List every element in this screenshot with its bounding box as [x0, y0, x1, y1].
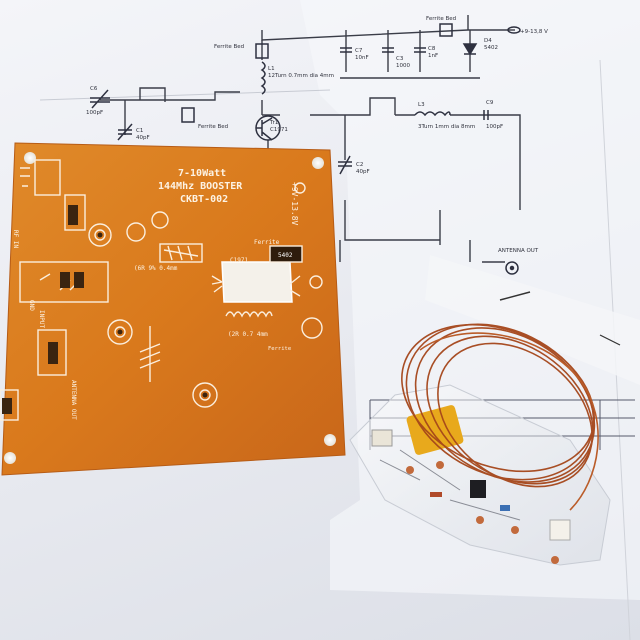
mounting-hole-br [324, 434, 336, 446]
mounting-hole-tr [312, 157, 324, 169]
pcb-jumper-text: Ferrite [268, 346, 291, 352]
transistor-label: Tr1 [269, 120, 278, 126]
mounting-hole-tl [24, 152, 36, 164]
pcb-supply-text: +9V-13.8V [290, 182, 299, 226]
c6-label: C6 [90, 86, 98, 92]
c7-label: C7 [355, 48, 363, 54]
l1-label: L1 [268, 66, 275, 72]
transistor-part [470, 480, 486, 498]
c2-value: 40pF [356, 169, 370, 175]
l3-label: L3 [418, 102, 425, 108]
pcb-diode-label: 5402 [278, 252, 293, 259]
d4-label: D4 [484, 38, 492, 44]
l1-value: 12Turn 0.7mm dia 4mm [268, 73, 334, 79]
pcb-ferrite-label: Ferrite [254, 239, 280, 246]
l3-value: 3Turn 1mm dia 8mm [418, 124, 475, 130]
pcb-coil1-text: (6R 9% 0.4mm [134, 265, 178, 272]
ferrite-mid-label: Ferrite Bed [198, 124, 228, 130]
schematic-labels: Ferrite Bed Ferrite Bed +9-13,8 V C7 10n… [86, 16, 548, 254]
c3-value: 1000 [396, 63, 410, 69]
pcb-window-cutout [221, 261, 293, 303]
pcb-side-rf: RF IN [12, 230, 19, 248]
c8-label: C8 [428, 46, 436, 52]
pcb-board [1, 142, 346, 476]
c9-label: C9 [486, 100, 494, 106]
c8-value: 1nF [428, 53, 438, 59]
d4-value: 5402 [484, 45, 498, 51]
c1-value: 40pF [136, 135, 150, 141]
schematic-components [90, 23, 521, 275]
trimmer-part [549, 519, 571, 541]
supply-voltage-label: +9-13,8 V [520, 29, 548, 35]
transistor-value: C1971 [270, 127, 288, 133]
pcb-side-input: INPUT [38, 310, 45, 328]
pcb-coil2-text: (2R 0.7 4mm [228, 331, 268, 338]
c3-label: C3 [396, 56, 404, 62]
pcb-title-line1: 7-10Watt [178, 168, 226, 179]
pcb-title-line2: 144Mhz BOOSTER [158, 181, 243, 192]
copper-wire-coil [401, 323, 599, 511]
c7-value: 10nF [355, 55, 369, 61]
ferrite-bead-left-label: Ferrite Bed [214, 44, 244, 50]
pcb-side-gnd: GND [28, 300, 35, 311]
antenna-out-label: ANTENNA OUT [498, 248, 539, 254]
pcb-silkscreen [0, 159, 323, 421]
c2-label: C2 [356, 162, 363, 168]
plastic-strip [425, 255, 640, 385]
mounting-hole-bl [4, 452, 16, 464]
pcb-pads [2, 205, 208, 414]
c6-value: 100pF [86, 110, 103, 116]
ferrite-bead-top-label: Ferrite Bed [426, 16, 456, 22]
connector-part [371, 429, 393, 447]
pcb-text: 7-10Watt 144Mhz BOOSTER CKBT-002 +9V-13.… [12, 168, 299, 420]
c1-label: C1 [136, 128, 143, 134]
c9-value: 100pF [486, 124, 503, 130]
pcb-side-antenna: ANTENNA OUT [70, 380, 77, 420]
pcb-title-line3: CKBT-002 [180, 194, 228, 205]
pcb-transistor-label: C1971 [230, 257, 248, 264]
